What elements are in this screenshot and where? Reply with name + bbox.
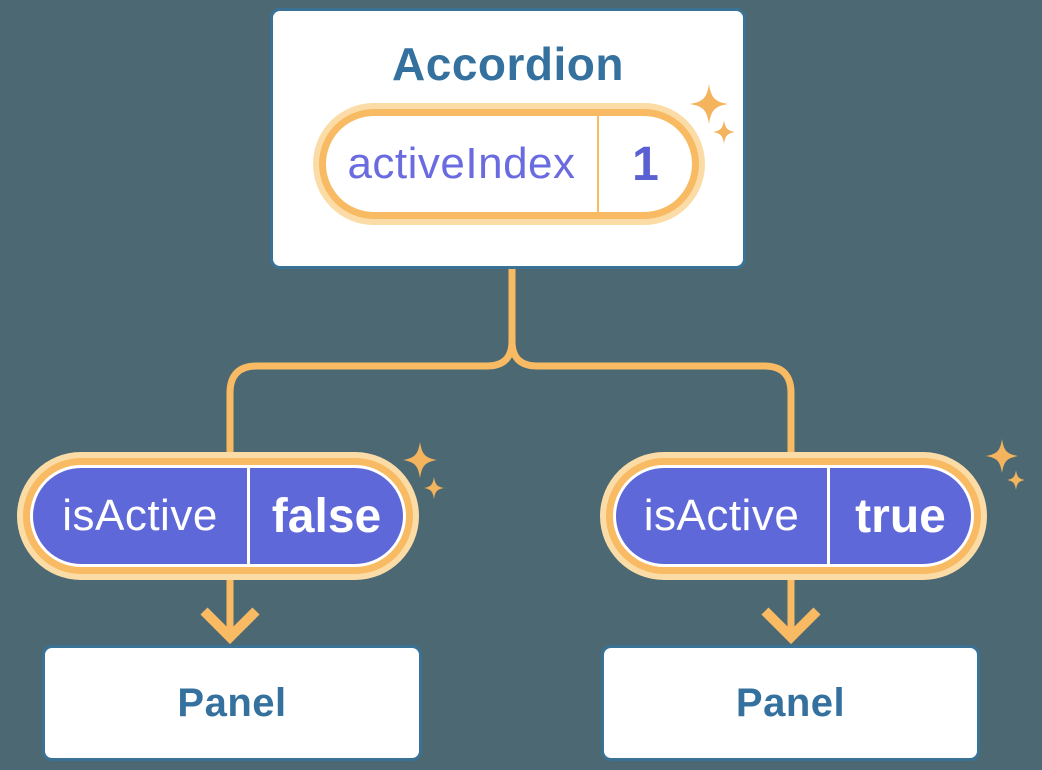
prop-pill-isactive-false: isActive false [30, 465, 406, 567]
panel-card-left: Panel [42, 645, 422, 761]
sparkle-icon [1007, 470, 1025, 490]
accordion-title: Accordion [392, 38, 624, 90]
prop-value: true [855, 489, 946, 543]
connector-right-line [508, 262, 795, 637]
arrow-down-icon [200, 607, 260, 645]
sparkle-icon [986, 439, 1018, 473]
arrow-down-icon [761, 607, 821, 645]
panel-card-right: Panel [601, 645, 980, 761]
state-pill-activeindex: activeIndex 1 [319, 109, 699, 219]
prop-pill-isactive-true: isActive true [613, 465, 974, 567]
state-label: activeIndex [347, 139, 576, 188]
pill-divider [597, 116, 599, 212]
panel-title: Panel [177, 680, 287, 725]
prop-label: isActive [643, 491, 800, 540]
prop-value: false [271, 489, 382, 543]
sparkle-icon [403, 442, 437, 478]
state-value: 1 [632, 137, 659, 191]
connector-left-line [226, 262, 516, 637]
panel-title: Panel [735, 680, 846, 725]
prop-label: isActive [62, 491, 218, 540]
sparkle-icon [424, 477, 444, 499]
pill-divider [827, 468, 830, 564]
pill-divider [247, 468, 250, 564]
